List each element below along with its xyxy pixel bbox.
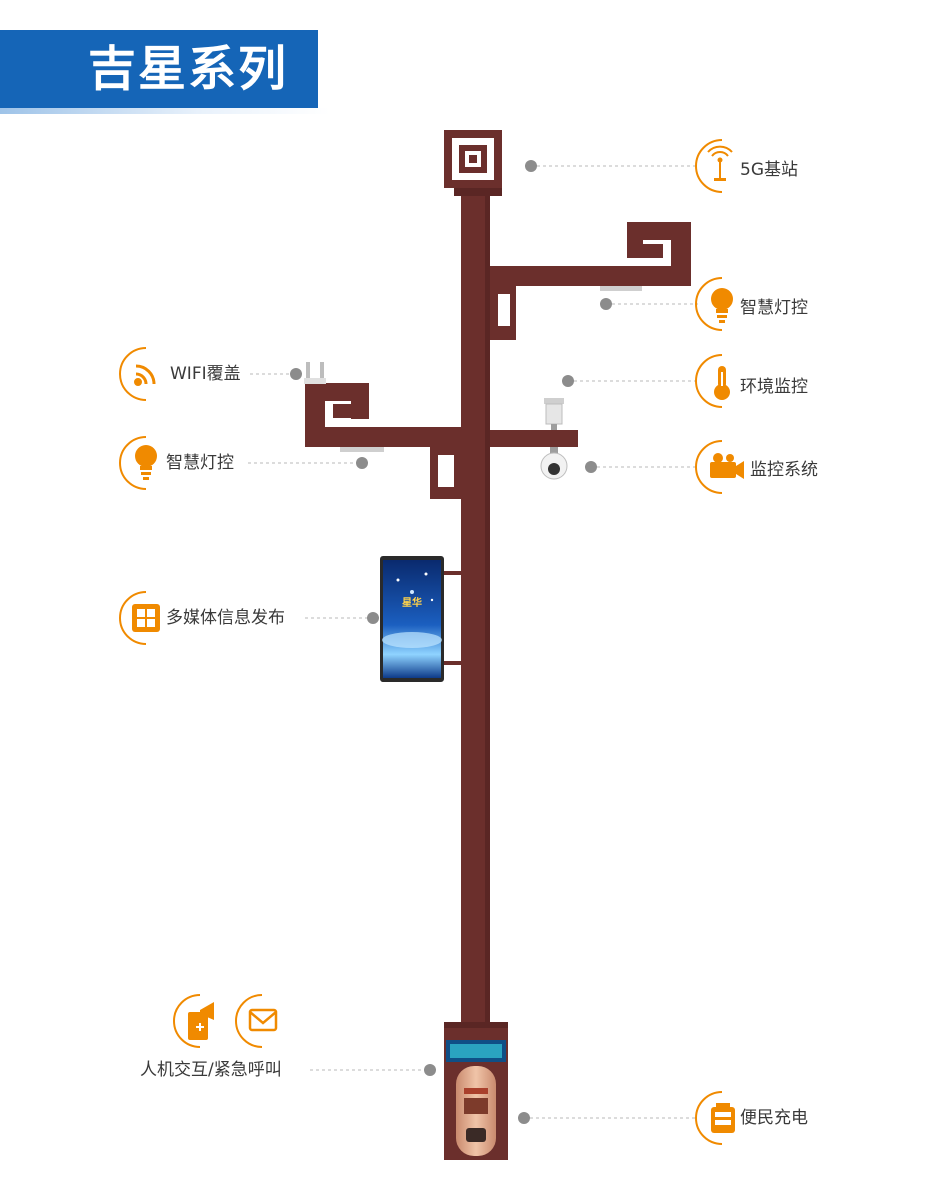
thermometer-icon bbox=[714, 366, 730, 400]
label-wifi: WIFI覆盖 bbox=[170, 364, 241, 384]
left-arm bbox=[304, 362, 461, 499]
base-cabinet bbox=[444, 1022, 508, 1160]
label-env: 环境监控 bbox=[740, 377, 808, 397]
dot-charge bbox=[518, 1112, 530, 1124]
series-title: 吉星系列 bbox=[88, 41, 289, 97]
bulb-icon-left bbox=[135, 445, 157, 480]
media-screen: 星华 bbox=[380, 556, 461, 682]
antenna-icon bbox=[707, 145, 733, 181]
label-interact: 人机交互/紧急呼叫 bbox=[140, 1060, 282, 1080]
grid-screen-icon bbox=[132, 604, 160, 632]
screen-logo: 星华 bbox=[402, 596, 422, 609]
top-ornament bbox=[444, 130, 502, 196]
label-5g: 5G基站 bbox=[740, 160, 798, 180]
dot-light-right bbox=[600, 298, 612, 310]
label-light-left: 智慧灯控 bbox=[166, 453, 234, 473]
label-media: 多媒体信息发布 bbox=[166, 608, 285, 628]
label-charge: 便民充电 bbox=[740, 1108, 808, 1128]
battery-icon bbox=[711, 1103, 735, 1133]
label-camera: 监控系统 bbox=[750, 460, 818, 480]
video-camera-icon bbox=[710, 453, 744, 479]
camera-arm bbox=[490, 398, 578, 480]
bulb-icon-right bbox=[711, 288, 733, 323]
dot-media bbox=[367, 612, 379, 624]
dot-interact bbox=[424, 1064, 436, 1076]
upper-right-arm bbox=[490, 222, 691, 340]
dot-camera bbox=[585, 461, 597, 473]
speaker-icon bbox=[188, 1002, 214, 1040]
label-light-right: 智慧灯控 bbox=[740, 298, 808, 318]
title-banner bbox=[0, 30, 330, 114]
dot-wifi bbox=[290, 368, 302, 380]
banner-shadow bbox=[0, 108, 330, 114]
dot-env bbox=[562, 375, 574, 387]
dot-light-left bbox=[356, 457, 368, 469]
dot-5g bbox=[525, 160, 537, 172]
mail-icon bbox=[248, 1008, 278, 1032]
wifi-icon bbox=[134, 364, 156, 386]
